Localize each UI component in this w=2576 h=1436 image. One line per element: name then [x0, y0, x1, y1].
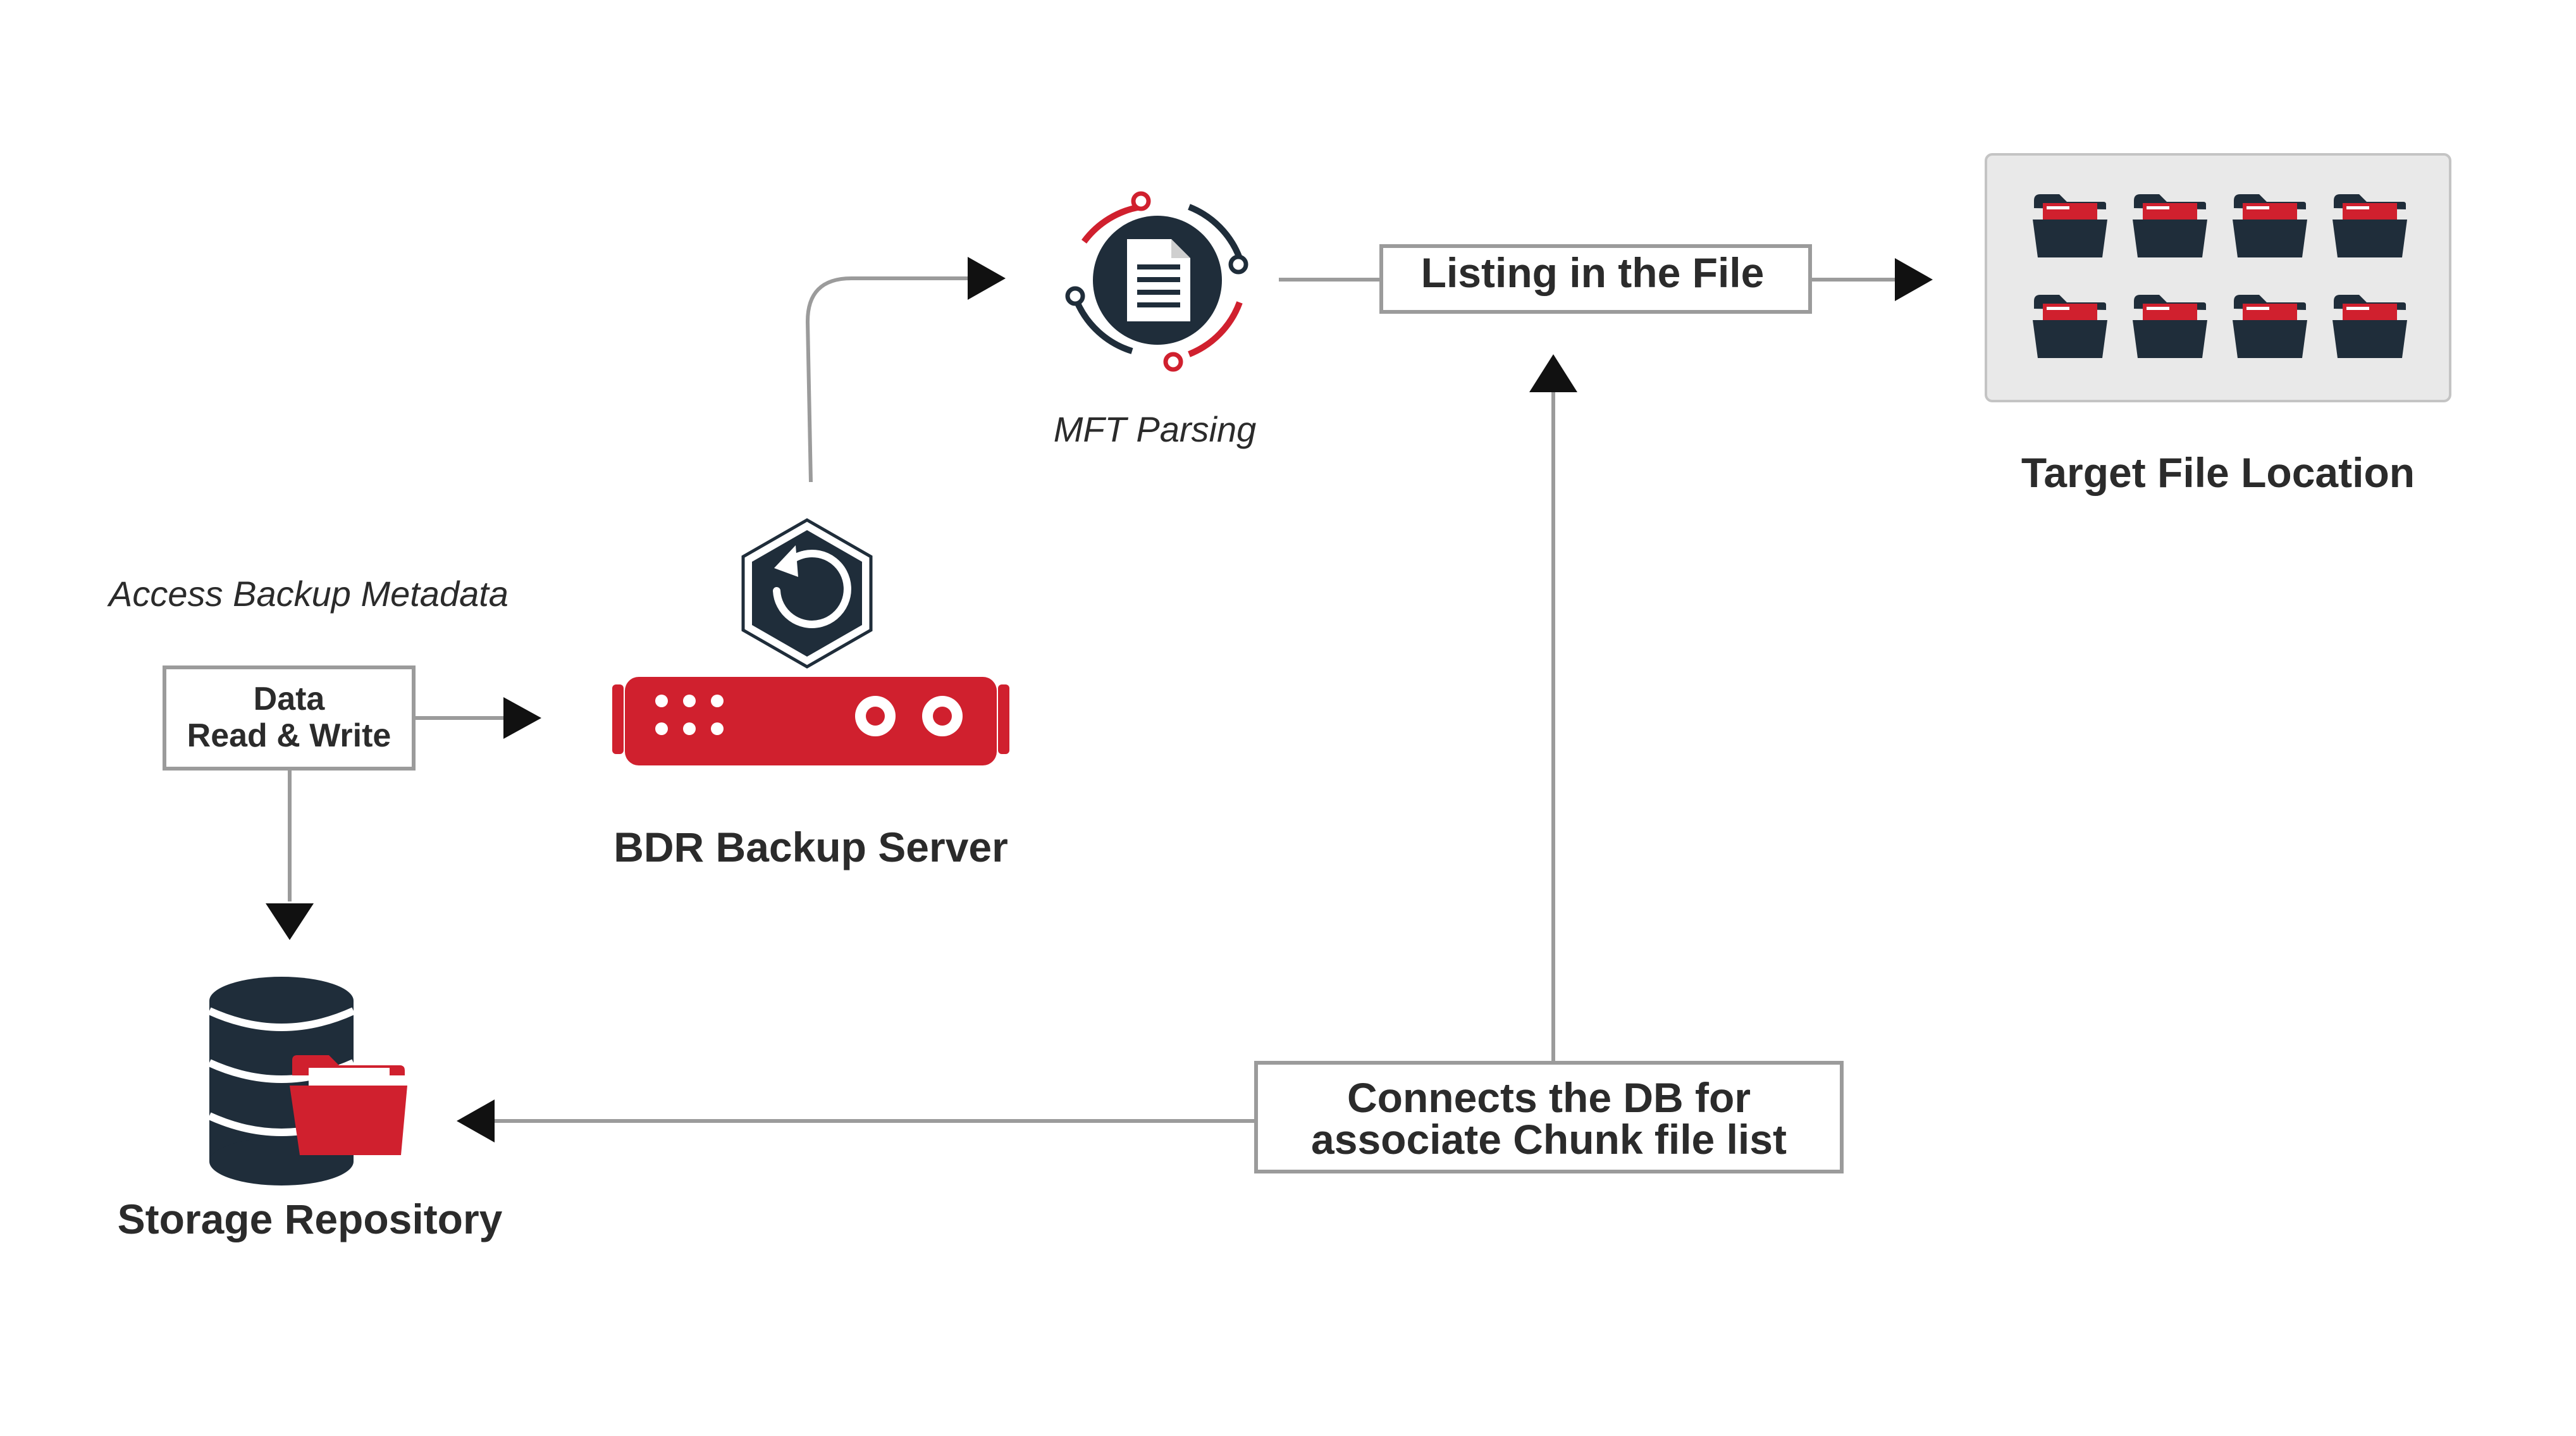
data-rw-line1: Data	[254, 681, 326, 717]
folder-icon	[2133, 194, 2207, 257]
arrow-heads	[266, 257, 1933, 1142]
listing-file-label: Listing in the File	[1421, 249, 1765, 296]
listing-file-box: Listing in the File	[1379, 244, 1812, 314]
folder-icon	[2033, 194, 2107, 257]
restore-hexagon-icon	[741, 518, 873, 669]
data-rw-line2: Read & Write	[187, 717, 391, 754]
arrow-to-server	[503, 697, 541, 739]
server-rack-icon	[612, 677, 1009, 765]
storage-repo-label: Storage Repository	[118, 1196, 503, 1242]
folder-icon	[2333, 194, 2407, 257]
arrow-to-storage	[266, 903, 314, 940]
folder-icon	[2133, 295, 2207, 358]
database-folder-icon	[207, 977, 407, 1185]
folder-icon	[2233, 295, 2307, 358]
target-location-label: Target File Location	[2021, 449, 2415, 496]
access-metadata-label: Access Backup Metadata	[107, 574, 508, 614]
document-cycle-icon	[1065, 191, 1248, 372]
folder-icon	[2233, 194, 2307, 257]
bdr-server-label: BDR Backup Server	[613, 824, 1008, 870]
connects-line2: associate Chunk file list	[1311, 1116, 1787, 1163]
connects-line1: Connects the DB for	[1347, 1074, 1751, 1121]
data-read-write-box: Data Read & Write	[163, 665, 416, 771]
connects-db-box: Connects the DB for associate Chunk file…	[1254, 1061, 1844, 1173]
connector-lines	[288, 276, 1897, 1123]
folder-icon	[2333, 295, 2407, 358]
folder-icon	[2033, 295, 2107, 358]
line-server-to-mft	[805, 276, 969, 483]
target-folder-panel	[1985, 153, 2451, 402]
mft-parsing-label: MFT Parsing	[1054, 409, 1257, 449]
arrow-to-target	[1895, 258, 1933, 301]
arrow-up-to-listing	[1529, 354, 1577, 392]
arrow-to-mft	[968, 257, 1006, 300]
arrow-to-storage-left	[457, 1099, 495, 1142]
